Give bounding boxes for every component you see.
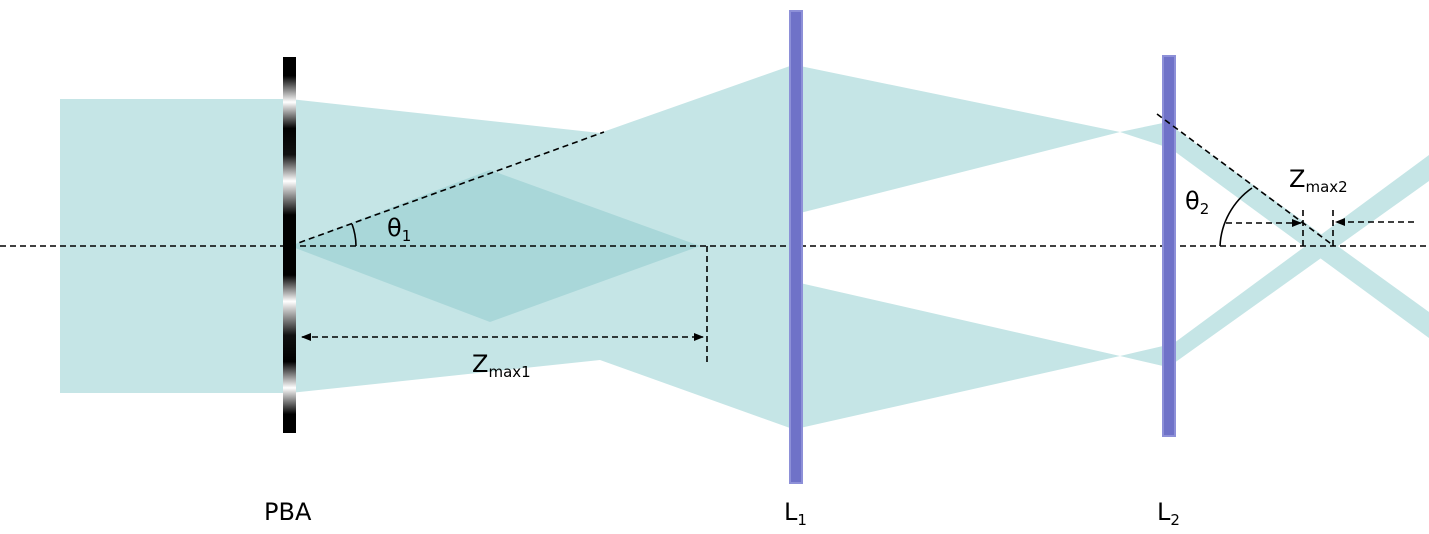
theta1-ray — [289, 131, 605, 247]
beam-upper-l1-l2 — [800, 66, 1120, 213]
theta2-label: θ2 — [1185, 187, 1209, 218]
beam-lower-l1-l2 — [800, 283, 1120, 428]
beam-upper-cross-l2 — [1120, 123, 1163, 146]
theta2-ray — [1156, 113, 1335, 247]
beam-after-l2-down — [1170, 125, 1429, 338]
zmax2-label: Zmax2 — [1289, 165, 1348, 196]
beam-lower-cross-l2 — [1120, 346, 1163, 366]
l1-label: L1 — [784, 498, 807, 529]
pba-element — [283, 57, 296, 433]
l2-label: L2 — [1157, 498, 1180, 529]
beam-after-l2-up — [1170, 155, 1429, 366]
lens-l1 — [789, 10, 803, 484]
theta1-label: θ1 — [387, 214, 411, 245]
theta2-arc — [1219, 187, 1253, 247]
zmax1-label: Zmax1 — [472, 350, 531, 381]
pba-label: PBA — [264, 498, 312, 526]
lens-l2 — [1162, 55, 1176, 437]
theta1-arc — [351, 223, 357, 247]
